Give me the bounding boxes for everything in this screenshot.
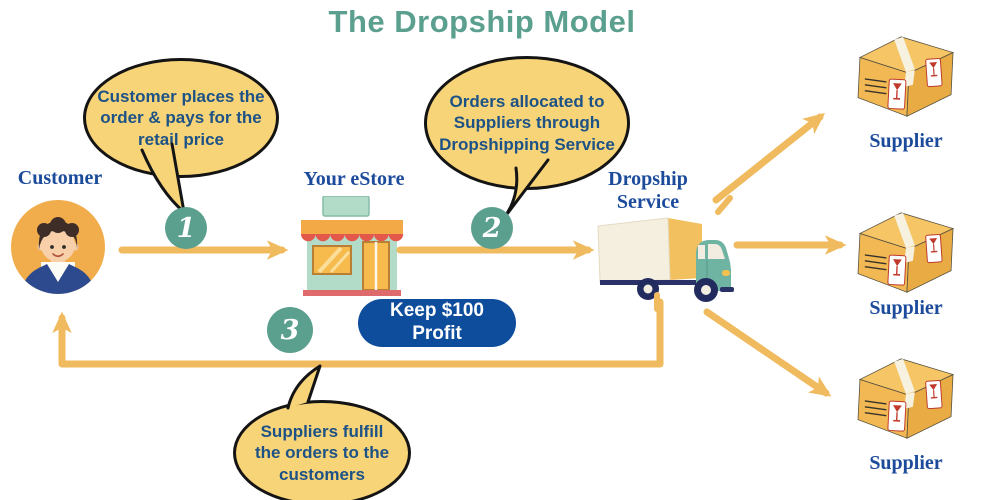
speech-bubble-allocate: Orders allocated to Suppliers through Dr… — [424, 56, 630, 190]
delivery-truck-icon — [597, 217, 734, 302]
step-number-1: 1 — [176, 212, 196, 244]
speech-bubble-fulfill: Suppliers fulfill the orders to the cust… — [233, 400, 411, 500]
customer-label: Customer — [17, 167, 103, 189]
arrow-dropship-to-supplier-1 — [712, 112, 826, 204]
speech-bubble-fulfill-text: Suppliers fulfill the orders to the cust… — [254, 422, 390, 484]
step-circle-2: 2 — [471, 207, 513, 249]
estore-label: Your eStore — [303, 168, 405, 190]
step-number-2: 2 — [482, 212, 502, 244]
speech-bubble-order-text: Customer places the order & pays for the… — [97, 87, 265, 149]
profit-badge-text: Keep $100 Profit — [389, 300, 484, 344]
supplier-label-2: Supplier — [869, 297, 943, 319]
page-title: The Dropship Model — [328, 4, 636, 39]
dropship-service-label: Dropship Service — [608, 168, 688, 213]
step-circle-3: 3 — [267, 307, 313, 353]
storefront-icon — [301, 196, 404, 296]
arrow-dropship-to-supplier-3 — [703, 308, 832, 397]
profit-badge: Keep $100 Profit — [358, 299, 516, 347]
person-avatar-icon — [11, 200, 105, 294]
package-box-icon — [852, 352, 960, 448]
speech-bubble-order: Customer places the order & pays for the… — [83, 58, 279, 178]
step-circle-1: 1 — [165, 207, 207, 249]
speech-bubble-allocate-text: Orders allocated to Suppliers through Dr… — [439, 92, 615, 154]
step-number-3: 3 — [280, 314, 300, 346]
package-box-icon — [852, 30, 960, 126]
supplier-label-3: Supplier — [869, 452, 943, 474]
package-box-icon — [852, 206, 960, 302]
supplier-label-1: Supplier — [869, 130, 943, 152]
